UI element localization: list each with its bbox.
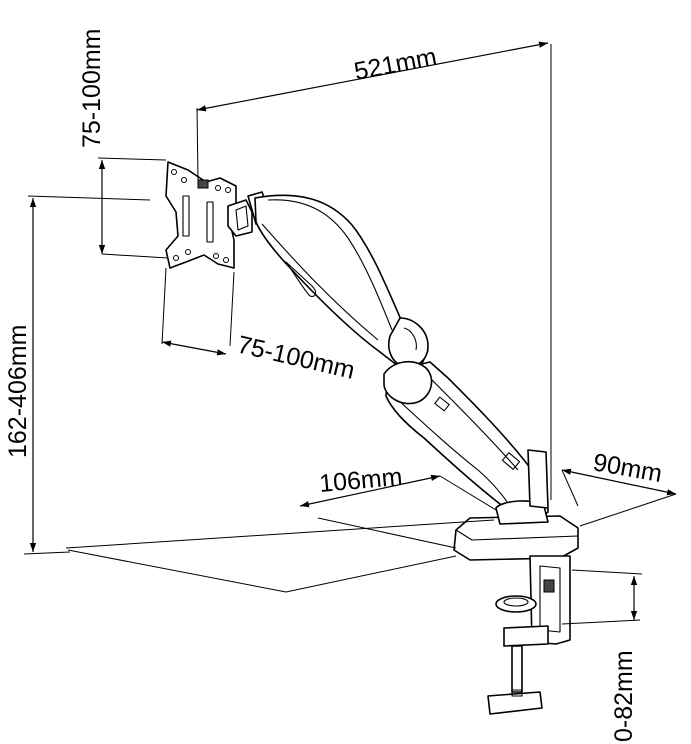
label-base-back: 90mm xyxy=(591,448,664,488)
monitor-arm-drawing xyxy=(165,161,579,715)
leader-base-bottom-2 xyxy=(285,555,457,593)
label-height-range: 162-406mm xyxy=(4,325,32,458)
upper-arm xyxy=(254,194,429,369)
label-vesa-vertical: 75-100mm xyxy=(78,29,106,149)
label-overall-length: 521mm xyxy=(352,43,439,86)
label-clamp-range: 0-82mm xyxy=(610,650,638,742)
dim-clamp-range: 0-82mm xyxy=(561,569,643,742)
dim-base-front: 106mm xyxy=(299,463,497,549)
dim-base-back: 90mm xyxy=(561,448,677,527)
label-base-front: 106mm xyxy=(318,463,403,498)
lower-arm xyxy=(383,361,549,519)
label-vesa-horizontal: 75-100mm xyxy=(235,331,358,385)
c-clamp xyxy=(487,555,571,715)
vesa-plate xyxy=(165,161,237,269)
leader-base-height xyxy=(65,519,495,549)
dim-height-range: 162-406mm xyxy=(4,195,151,555)
dim-vesa-vertical: 75-100mm xyxy=(78,29,169,259)
leader-base-bottom xyxy=(67,549,287,593)
base-mount xyxy=(453,449,579,561)
